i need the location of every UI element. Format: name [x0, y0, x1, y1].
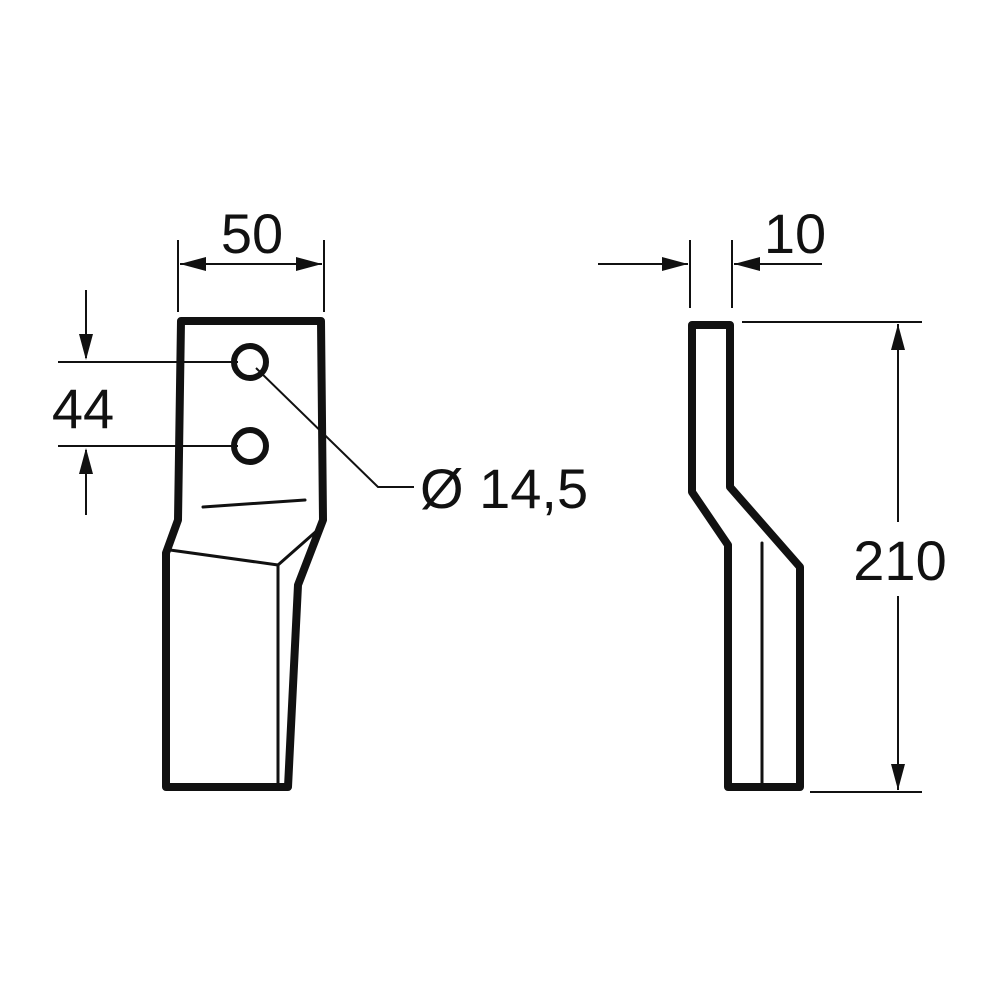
width-dimension: 50 — [177, 202, 325, 312]
lower-mounting-hole — [231, 427, 269, 465]
hole-spacing-arrow-top — [79, 334, 93, 360]
length-dimension: 210 — [742, 321, 947, 793]
side-view — [688, 321, 804, 791]
thickness-label: 10 — [764, 202, 826, 265]
front-view — [162, 317, 327, 791]
width-label: 50 — [221, 202, 283, 265]
front-view-bend-line — [201, 498, 307, 509]
side-view-outline — [688, 321, 804, 791]
hole-diameter-label: Ø 14,5 — [420, 457, 588, 520]
width-arrow-left — [180, 257, 206, 271]
length-label: 210 — [853, 529, 946, 592]
length-arrow-top — [891, 324, 905, 350]
hole-spacing-dimension: 44 — [52, 290, 238, 515]
hole-spacing-arrow-bottom — [79, 448, 93, 474]
width-arrow-right — [296, 257, 322, 271]
thickness-arrow-left — [662, 257, 688, 271]
hole-diameter-callout: Ø 14,5 — [255, 367, 588, 520]
thickness-arrow-right — [734, 257, 760, 271]
length-arrow-bottom — [891, 764, 905, 790]
hole-spacing-label: 44 — [52, 377, 114, 440]
hole-diameter-leader — [255, 367, 414, 488]
thickness-dimension: 10 — [598, 202, 826, 308]
front-view-outline — [162, 317, 327, 791]
